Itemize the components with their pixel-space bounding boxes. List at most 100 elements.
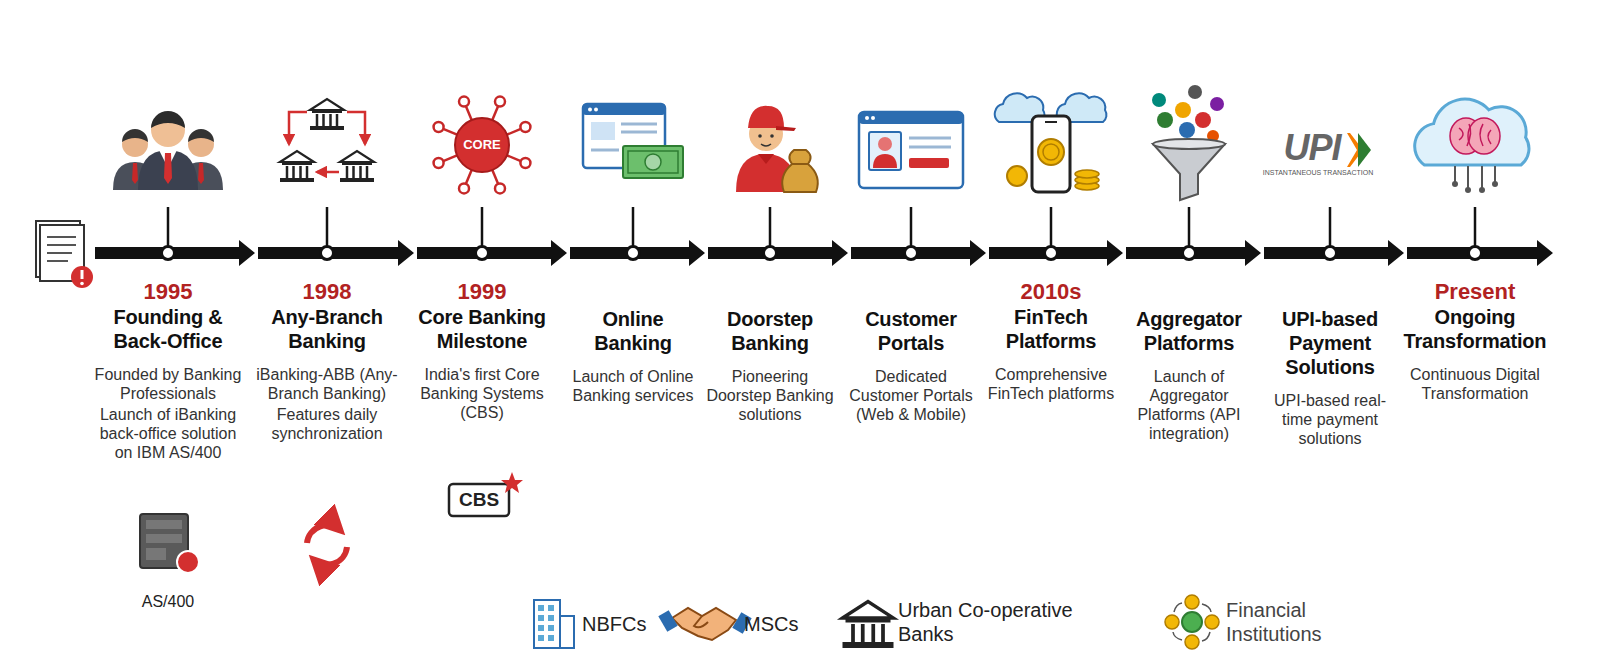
customer-portal-icon xyxy=(859,112,963,188)
icon-label: CORE xyxy=(463,137,501,153)
window xyxy=(548,615,554,621)
doorstep-person-icon xyxy=(770,134,774,138)
timeline-dot xyxy=(1183,247,1196,260)
financial-flow-icon xyxy=(1165,595,1219,649)
timeline-stem xyxy=(1050,207,1053,247)
milestone-box: PresentOngoing TransformationContinuous … xyxy=(1400,279,1550,403)
financial-flow-icon xyxy=(1185,635,1199,649)
milestone-box: Customer PortalsDedicated Customer Porta… xyxy=(843,279,979,424)
aggregator-funnel-icon xyxy=(1153,139,1225,149)
aggregator-funnel-icon xyxy=(1179,122,1195,138)
document-icon xyxy=(47,244,76,246)
cloud-symbol xyxy=(1415,99,1529,165)
customer-portal-icon xyxy=(873,154,897,168)
milestone-year: 1998 xyxy=(252,279,402,305)
milestone-title: Core Banking Milestone xyxy=(408,305,556,353)
cbs-badge xyxy=(449,472,523,516)
customer-portal-icon xyxy=(859,112,963,124)
milestone-box: 1995Founding & Back-OfficeFounded by Ban… xyxy=(93,279,243,462)
document-icon xyxy=(80,282,84,286)
window xyxy=(538,625,544,631)
milestone-description: Launch of Online Banking services xyxy=(565,367,701,405)
bank-symbol xyxy=(340,151,374,182)
online-banking-icon xyxy=(628,151,678,173)
timeline-segment xyxy=(95,240,255,266)
core-spoke xyxy=(507,129,521,135)
milestone-year: Present xyxy=(1400,279,1550,305)
document-icon xyxy=(81,270,84,279)
handshake-icon xyxy=(694,616,708,627)
timeline-segment xyxy=(989,240,1123,266)
window xyxy=(548,635,554,641)
nbfc-building-icon xyxy=(534,600,560,648)
cloud-brain-icon xyxy=(1492,181,1498,187)
timeline-stem xyxy=(769,207,772,247)
people-icon xyxy=(151,111,185,128)
doorstep-person-icon xyxy=(761,144,771,146)
milestone-description: India's first Core Banking Systems (CBS) xyxy=(408,365,556,422)
window xyxy=(538,605,544,611)
people-icon xyxy=(188,129,214,142)
milestone-box: UPI-based Payment SolutionsUPI-based rea… xyxy=(1261,279,1399,448)
milestone-description: iBanking-ABB (Any-Branch Banking) xyxy=(252,365,402,403)
upi-logo xyxy=(1347,133,1371,167)
timeline-dot xyxy=(1045,247,1058,260)
cloud-brain-icon xyxy=(1455,166,1495,188)
online-banking-icon xyxy=(645,154,661,170)
branch-banks-icon xyxy=(347,112,365,144)
core-spoke-end xyxy=(434,158,444,168)
bank-symbol xyxy=(310,99,344,130)
cloud-brain-icon xyxy=(1452,181,1458,187)
fintech-icon xyxy=(995,93,1107,192)
core-spoke-end xyxy=(495,183,505,193)
milestone-box: 1998Any-Branch BankingiBanking-ABB (Any-… xyxy=(252,279,402,443)
aggregator-funnel-icon xyxy=(1152,85,1225,200)
online-banking-icon xyxy=(591,122,615,140)
aggregator-funnel-icon xyxy=(1175,102,1191,118)
timeline-dot xyxy=(476,247,489,260)
icon-label: AS/400 xyxy=(142,592,194,611)
timeline-dot xyxy=(162,247,175,260)
people-icon xyxy=(122,129,148,142)
handshake-icon xyxy=(672,608,736,640)
online-banking-icon xyxy=(591,149,619,152)
aggregator-funnel-icon xyxy=(1157,112,1173,128)
milestone-description: Founded by Banking Professionals xyxy=(93,365,243,403)
core-hub-icon xyxy=(434,97,531,194)
milestone-title: Founding & Back-Office xyxy=(93,305,243,353)
fintech-icon xyxy=(1038,139,1064,165)
online-banking-icon xyxy=(583,104,683,178)
milestone-title: Customer Portals xyxy=(843,307,979,355)
bank-symbol xyxy=(280,151,314,182)
nbfc-building-icon xyxy=(538,605,554,641)
cloud-brain-icon xyxy=(1415,99,1529,193)
aggregator-funnel-icon xyxy=(1210,97,1224,111)
financial-flow-icon xyxy=(1173,603,1211,641)
icon-label: UPI xyxy=(1283,126,1340,169)
financial-flow-icon xyxy=(1205,615,1219,629)
handshake-icon xyxy=(658,610,677,632)
timeline-stem xyxy=(1188,207,1191,247)
online-banking-icon xyxy=(594,108,598,112)
milestone-description: Launch of iBanking back-office solution … xyxy=(93,405,243,462)
bank-symbol xyxy=(843,602,894,649)
core-spoke xyxy=(507,155,521,161)
online-banking-icon xyxy=(623,146,683,178)
financial-flow-icon xyxy=(1165,615,1179,629)
timeline-segment xyxy=(570,240,705,266)
cbs-badge xyxy=(501,472,523,493)
core-spoke xyxy=(443,129,457,135)
milestone-title: FinTech Platforms xyxy=(984,305,1118,353)
core-spoke-end xyxy=(520,122,530,132)
doorstep-person-icon xyxy=(792,163,808,165)
timeline-segment xyxy=(417,240,567,266)
doorstep-person-icon xyxy=(782,150,818,192)
milestone-title: UPI-based Payment Solutions xyxy=(1261,307,1399,379)
nbfc-building-icon xyxy=(560,616,574,648)
doorstep-person-icon xyxy=(748,106,784,128)
timeline-segment xyxy=(851,240,986,266)
institution-label: Financial Institutions xyxy=(1226,598,1366,646)
core-hub-icon xyxy=(455,118,509,172)
aggregator-funnel-icon xyxy=(1152,93,1166,107)
